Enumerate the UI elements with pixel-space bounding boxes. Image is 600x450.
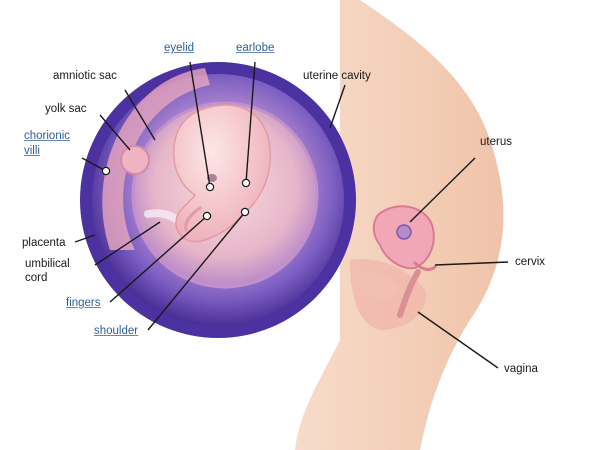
label-amniotic-sac: amniotic sac bbox=[53, 70, 117, 82]
label-uterine-cavity: uterine cavity bbox=[303, 70, 371, 82]
embryo-body bbox=[173, 104, 271, 243]
uterus-embryo bbox=[396, 224, 412, 240]
label-eyelid: eyelid bbox=[164, 42, 195, 54]
label-placenta: placenta bbox=[22, 237, 66, 249]
label-chorionic: chorionic bbox=[24, 130, 71, 142]
yolk-sac bbox=[120, 145, 150, 175]
label-fingers: fingers bbox=[66, 297, 101, 309]
label-vagina: vagina bbox=[504, 363, 538, 375]
vagina-shape bbox=[397, 269, 421, 318]
label-uterus: uterus bbox=[480, 136, 512, 148]
label-shoulder: shoulder bbox=[94, 325, 139, 337]
label-cord: cord bbox=[25, 272, 48, 284]
embryo-arm bbox=[184, 206, 202, 232]
label-umbilical: umbilical bbox=[25, 258, 70, 270]
marker-dots bbox=[101, 166, 251, 221]
bladder-shape bbox=[355, 272, 400, 299]
label-yolk-sac: yolk sac bbox=[45, 103, 87, 115]
label-earlobe: earlobe bbox=[236, 42, 275, 54]
label-villi: villi bbox=[24, 145, 40, 157]
label-cervix: cervix bbox=[515, 256, 546, 268]
cervix-shape bbox=[412, 260, 438, 271]
leader-lines bbox=[74, 61, 509, 369]
